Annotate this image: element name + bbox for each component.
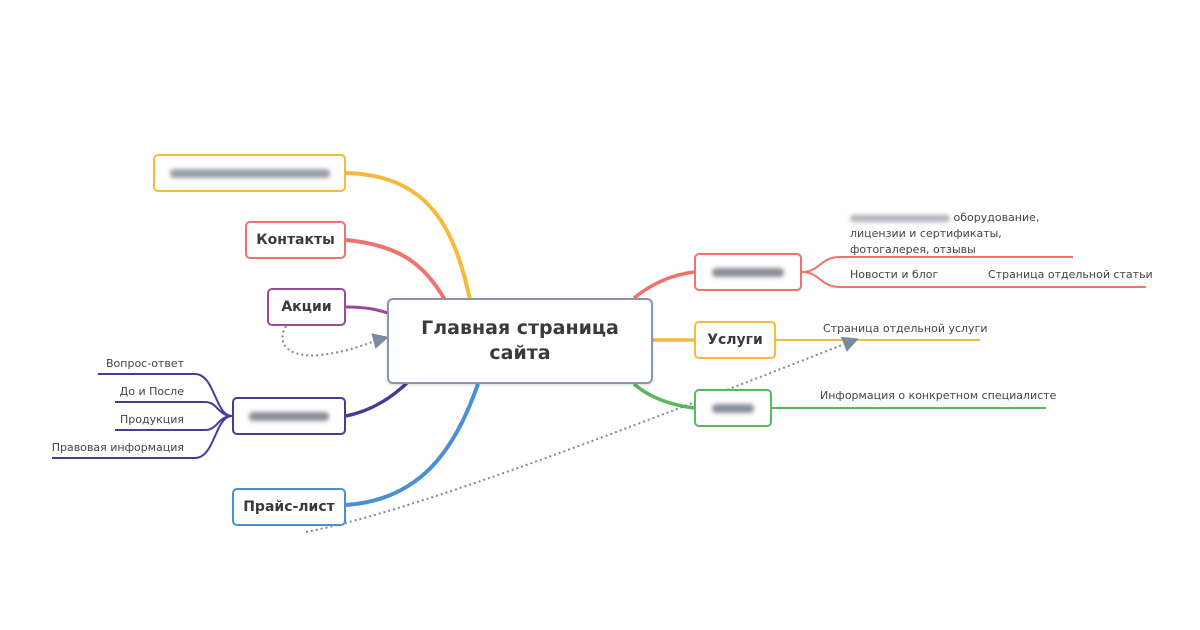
branch-pricelist xyxy=(345,383,480,507)
branch-blurred-purple xyxy=(345,378,412,418)
branch-blurred-red xyxy=(632,270,695,300)
leaf-service-page[interactable]: Страница отдельной услуги xyxy=(823,322,988,335)
redacted-label xyxy=(169,168,330,178)
leaf-news[interactable]: Новости и блог xyxy=(850,268,939,281)
leaf-legal[interactable]: Правовая информация xyxy=(51,441,184,454)
node-blurred-red[interactable] xyxy=(694,253,802,291)
redacted-label xyxy=(712,403,754,413)
leaf-article[interactable]: Страница отдельной статьи xyxy=(988,268,1153,281)
leaf-before-after[interactable]: До и После xyxy=(119,385,184,398)
central-topic[interactable]: Главная страница сайта xyxy=(387,298,653,384)
leaf-specialist[interactable]: Информация о конкретном специалисте xyxy=(820,389,1057,402)
branch-blurred-green xyxy=(632,382,695,410)
redacted-label xyxy=(712,267,784,277)
leaf-about-details[interactable]: оборудование, лицензии и сертификаты, фо… xyxy=(850,210,1080,258)
node-label: Услуги xyxy=(707,332,763,348)
relation-promo-central xyxy=(281,325,389,357)
node-blurred-green[interactable] xyxy=(694,389,772,427)
leaf-products[interactable]: Продукция xyxy=(120,413,184,426)
branch-promo xyxy=(345,305,389,315)
redacted-label xyxy=(249,411,329,421)
leaf-about-text: оборудование, лицензии и сертификаты, фо… xyxy=(850,211,1040,256)
branch-contacts xyxy=(345,238,447,301)
node-label: Акции xyxy=(281,299,332,315)
node-services[interactable]: Услуги xyxy=(694,321,776,359)
central-title-line2: сайта xyxy=(489,342,551,364)
redacted-leaf-prefix xyxy=(850,214,950,222)
branch-blurred-top xyxy=(345,171,472,301)
node-blurred-top[interactable] xyxy=(153,154,346,192)
node-promo[interactable]: Акции xyxy=(267,288,346,326)
node-label: Контакты xyxy=(256,232,335,248)
node-blurred-purple[interactable] xyxy=(232,397,346,435)
relation-pricelist-service xyxy=(305,336,859,533)
leaf-line-4 xyxy=(52,415,233,459)
leaf-line-red-news xyxy=(801,271,940,288)
node-pricelist[interactable]: Прайс-лист xyxy=(232,488,346,526)
node-label: Прайс-лист xyxy=(243,499,335,515)
central-title-line1: Главная страница xyxy=(421,317,619,339)
leaf-faq[interactable]: Вопрос-ответ xyxy=(106,357,184,370)
node-contacts[interactable]: Контакты xyxy=(245,221,346,259)
